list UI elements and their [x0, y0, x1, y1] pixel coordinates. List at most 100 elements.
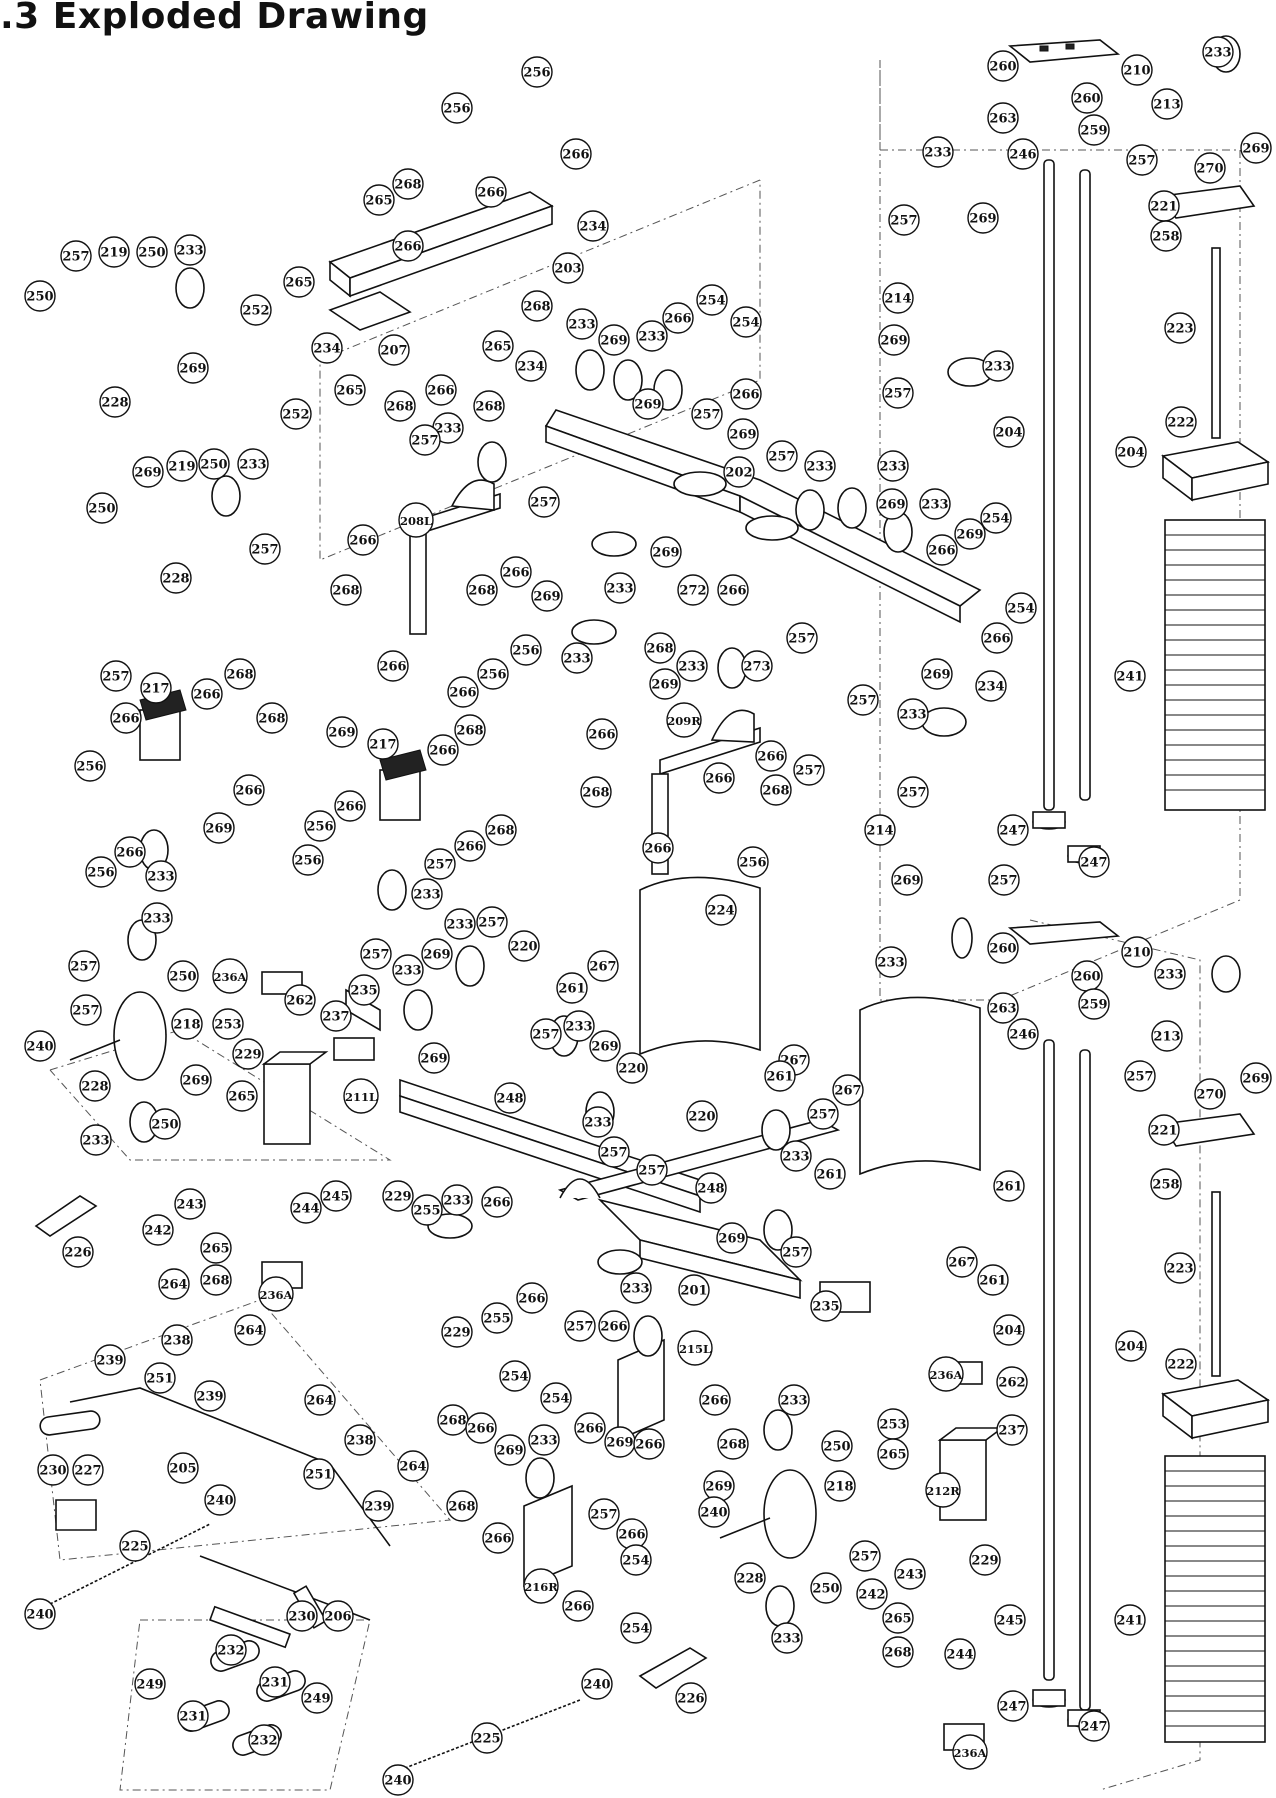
callout-circle	[793, 754, 825, 786]
callout-label: 257	[62, 250, 89, 265]
part-callout-250: 250	[136, 236, 168, 268]
callout-label: 269	[956, 528, 983, 543]
callout-label: 253	[214, 1018, 241, 1033]
callout-circle	[993, 1314, 1025, 1346]
callout-label: 256	[512, 644, 539, 659]
callout-circle	[516, 1282, 548, 1314]
part-callout-256: 256	[737, 846, 769, 878]
stirrup-226-left	[34, 1195, 98, 1237]
callout-circle	[760, 774, 792, 806]
callout-label: 243	[176, 1198, 203, 1213]
part-callout-257: 257	[988, 864, 1020, 896]
part-callout-264: 264	[304, 1384, 336, 1416]
callout-circle	[589, 1030, 621, 1062]
callout-label: 266	[456, 840, 483, 855]
part-callout-250: 250	[86, 492, 118, 524]
part-callout-206: 206	[322, 1600, 354, 1632]
callout-circle	[620, 1272, 652, 1304]
part-callout-254: 254	[730, 306, 762, 338]
callout-label: 240	[583, 1678, 610, 1693]
callout-label: 217	[369, 738, 396, 753]
part-callout-266: 266	[755, 740, 787, 772]
callout-label: 260	[989, 942, 1016, 957]
callout-label: 204	[995, 426, 1022, 441]
part-callout-269: 269	[727, 418, 759, 450]
callout-label: 256	[87, 866, 114, 881]
callout-circle	[37, 1454, 69, 1486]
callout-circle	[1151, 88, 1183, 120]
callout-label: 263	[989, 112, 1016, 127]
callout-label: 269	[893, 874, 920, 889]
part-callout-269: 269	[1240, 132, 1272, 164]
callout-label: 230	[288, 1610, 315, 1625]
callout-label: 233	[984, 360, 1011, 375]
callout-circle	[194, 1380, 226, 1412]
callout-circle	[696, 284, 728, 316]
callout-label: 244	[946, 1648, 973, 1663]
callout-label: 261	[558, 982, 585, 997]
bracket-208L	[409, 479, 501, 635]
callout-circle	[418, 1042, 450, 1074]
callout-label: 205	[169, 1462, 196, 1477]
part-callout-259: 259	[1078, 988, 1110, 1020]
part-callout-257: 257	[249, 533, 281, 565]
callout-circle	[649, 668, 681, 700]
callout-label: 254	[501, 1370, 528, 1385]
callout-label: 264	[399, 1460, 426, 1475]
callout-circle	[662, 302, 694, 334]
callout-circle	[521, 56, 553, 88]
callout-label: 268	[646, 642, 673, 657]
callout-circle	[717, 574, 749, 606]
callout-circle	[691, 398, 723, 430]
part-callout-240: 240	[382, 1764, 414, 1796]
callout-circle	[62, 1236, 94, 1268]
callout-circle	[1150, 220, 1182, 252]
callout-label: 241	[1116, 670, 1143, 685]
callout-label: 233	[176, 244, 203, 259]
callout-label: 233	[434, 422, 461, 437]
callout-circle	[616, 1052, 648, 1084]
callout-label: 240	[384, 1774, 411, 1789]
callout-label: 253	[879, 1418, 906, 1433]
part-callout-240: 240	[24, 1598, 56, 1630]
callout-label: 225	[473, 1732, 500, 1747]
callout-circle	[994, 1604, 1026, 1636]
callout-circle	[919, 488, 951, 520]
top-bracket-upper	[1007, 39, 1121, 63]
part-callout-202: 202	[723, 456, 755, 488]
callout-label: 261	[995, 1180, 1022, 1195]
callout-circle	[99, 386, 131, 418]
part-callout-262: 262	[284, 984, 316, 1016]
callout-label: 266	[477, 186, 504, 201]
part-callout-266: 266	[560, 138, 592, 170]
callout-label: 255	[483, 1312, 510, 1327]
callout-label: 256	[739, 856, 766, 871]
part-callout-229: 229	[441, 1316, 473, 1348]
callout-circle	[1007, 138, 1039, 170]
callout-label: 251	[305, 1468, 332, 1483]
callout-label: 266	[116, 846, 143, 861]
callout-circle	[987, 50, 1019, 82]
callout-label: 257	[532, 1028, 559, 1043]
part-callout-215L: 215L	[677, 1330, 713, 1366]
callout-label: 239	[364, 1500, 391, 1515]
callout-circle	[1126, 144, 1158, 176]
part-callout-233: 233	[804, 450, 836, 482]
callout-circle	[132, 456, 164, 488]
callout-circle	[80, 1124, 112, 1156]
callout-circle	[891, 864, 923, 896]
callout-label: 228	[736, 1572, 763, 1587]
part-callout-266: 266	[642, 832, 674, 864]
callout-label: 233	[780, 1394, 807, 1409]
part-callout-236A: 236A	[212, 958, 248, 994]
lat-bar-205	[69, 1387, 391, 1547]
callout-circle	[232, 1038, 264, 1070]
part-callout-269: 269	[604, 1426, 636, 1458]
callout-label: 268	[762, 784, 789, 799]
part-callout-252: 252	[280, 398, 312, 430]
part-callout-266: 266	[482, 1522, 514, 1554]
stirrup-226-right	[638, 1647, 708, 1689]
callout-circle	[234, 1314, 266, 1346]
callout-label: 269	[179, 362, 206, 377]
